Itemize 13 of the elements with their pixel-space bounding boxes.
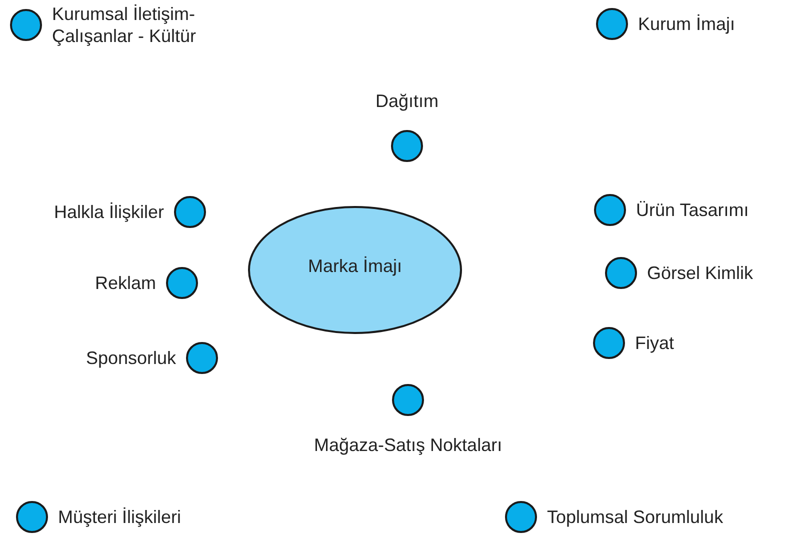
node-label: Dağıtım bbox=[376, 90, 439, 112]
node-label: Halkla İlişkiler bbox=[54, 201, 164, 223]
node-label: Reklam bbox=[95, 272, 156, 294]
node-label: Kurumsal İletişim- Çalışanlar - Kültür bbox=[52, 3, 198, 47]
node-label: Sponsorluk bbox=[86, 347, 176, 369]
node-label: Fiyat bbox=[635, 332, 674, 354]
node-label: Görsel Kimlik bbox=[647, 262, 754, 284]
node-label: Mağaza-Satış Noktaları bbox=[314, 434, 502, 456]
node-label: Kurum İmajı bbox=[638, 13, 736, 35]
node-label: Ürün Tasarımı bbox=[636, 199, 749, 221]
node-label: Toplumsal Sorumluluk bbox=[547, 506, 724, 528]
node-label: Müşteri İlişkileri bbox=[58, 506, 182, 528]
node-label: Marka İmajı bbox=[308, 255, 402, 277]
